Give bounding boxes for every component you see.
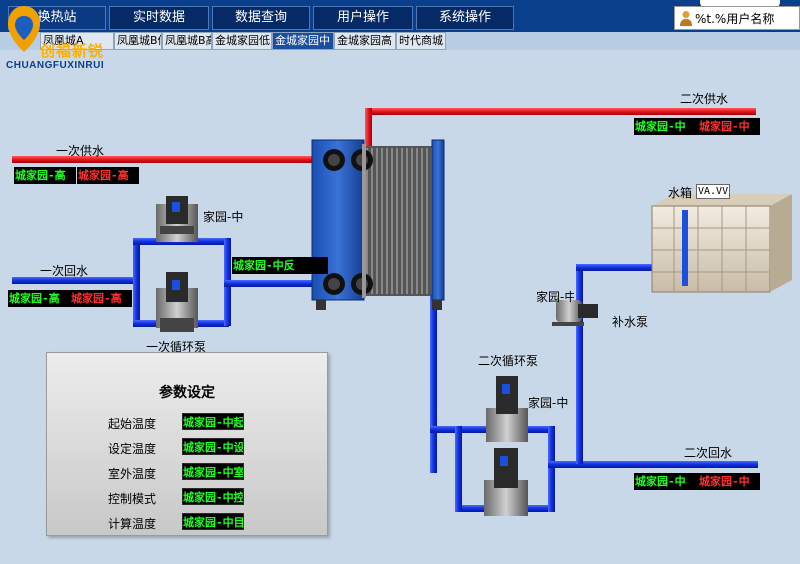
param-calc-temp-value[interactable]: 城家园-中目 <box>182 513 244 530</box>
param-outdoor-temp-value[interactable]: 城家园-中室 <box>182 463 244 480</box>
secondary-supply-pressure: 城家园-中 <box>698 118 760 135</box>
nav-realtime-data[interactable]: 实时数据 <box>109 6 209 30</box>
primary-supply-pipe <box>12 156 334 163</box>
primary-pump-freq: 家园-中 <box>203 210 244 224</box>
primary-return-left-riser <box>133 238 140 326</box>
secondary-return-pipe <box>548 461 758 468</box>
tab-station-b-high[interactable]: 凤凰城B高 <box>162 32 212 50</box>
secondary-pump-upper <box>486 376 528 442</box>
tank-outlet-pipe <box>576 264 652 271</box>
tab-station-b-low[interactable]: 凤凰城B低 <box>114 32 162 50</box>
param-control-mode-value[interactable]: 城家园-中控 <box>182 488 244 505</box>
secondary-pump-freq: 家园-中 <box>528 396 569 410</box>
secondary-return-down <box>430 288 437 473</box>
makeup-pump <box>552 300 598 326</box>
company-logo: 创福新锐 CHUANGFUXINRUI <box>0 0 118 76</box>
primary-pump-lower <box>156 272 198 332</box>
nav-user-ops[interactable]: 用户操作 <box>313 6 413 30</box>
primary-return-feedback: 城家园-中反 <box>232 257 328 274</box>
logo-text: 创福新锐 <box>40 43 105 60</box>
param-calc-temp-label: 计算温度 <box>108 517 157 531</box>
plate-heat-exchanger <box>311 139 445 310</box>
secondary-return-label: 二次回水 <box>684 446 733 460</box>
primary-supply-temp: 城家园-高 <box>14 167 76 184</box>
secondary-supply-pipe <box>368 108 756 115</box>
user-name: %t.%用户名称 <box>695 12 775 26</box>
primary-return-pipe <box>12 277 138 284</box>
logo-icon <box>8 6 40 52</box>
primary-pump-label: 一次循环泵 <box>146 340 207 354</box>
tab-jincheng-mid[interactable]: 金城家园中 <box>272 32 334 50</box>
primary-pump-upper <box>156 196 198 242</box>
primary-supply-label: 一次供水 <box>56 144 105 158</box>
tab-times-mall[interactable]: 时代商城 <box>396 32 446 50</box>
nav-system-ops[interactable]: 系统操作 <box>416 6 514 30</box>
primary-return-temp: 城家园-高 <box>8 290 70 307</box>
tab-jincheng-high[interactable]: 金城家园高 <box>334 32 396 50</box>
secondary-supply-temp: 城家园-中 <box>634 118 698 135</box>
tab-jincheng-low[interactable]: 金城家园低 <box>212 32 272 50</box>
primary-return-to-hx <box>224 280 330 287</box>
ticker-strip <box>700 0 780 8</box>
secondary-pump-left-riser <box>455 426 462 512</box>
param-start-temp-value[interactable]: 城家园-中起 <box>182 413 244 430</box>
primary-supply-pressure: 城家园-高 <box>77 167 139 184</box>
param-set-temp-label: 设定温度 <box>108 442 157 456</box>
secondary-pump-right-riser <box>548 426 555 512</box>
param-control-mode-label: 控制模式 <box>108 492 157 506</box>
makeup-pump-freq: 家园-中 <box>536 290 574 304</box>
secondary-return-temp: 城家园-中 <box>634 473 698 490</box>
secondary-supply-label: 二次供水 <box>680 92 729 106</box>
makeup-line-riser <box>576 264 583 464</box>
param-outdoor-temp-label: 室外温度 <box>108 467 157 481</box>
secondary-pump-label: 二次循环泵 <box>478 354 539 368</box>
user-icon <box>680 11 692 26</box>
secondary-supply-riser <box>365 108 372 152</box>
logo-subtitle: CHUANGFUXINRUI <box>6 60 105 71</box>
nav-data-query[interactable]: 数据查询 <box>212 6 310 30</box>
parameter-title: 参数设定 <box>159 385 215 401</box>
water-tank-label: 水箱 <box>668 186 693 200</box>
param-set-temp-value[interactable]: 城家园-中设 <box>182 438 244 455</box>
param-start-temp-label: 起始温度 <box>108 417 157 431</box>
primary-return-pressure: 城家园-高 <box>70 290 132 307</box>
tank-level-value: VA.VV <box>696 184 730 199</box>
tab-station-a[interactable]: 凤凰城A <box>40 32 114 50</box>
secondary-return-pressure: 城家园-中 <box>698 473 760 490</box>
primary-return-label: 一次回水 <box>40 264 89 278</box>
secondary-pump-lower <box>484 448 528 516</box>
user-box[interactable]: %t.%用户名称 <box>674 6 800 30</box>
makeup-pump-label: 补水泵 <box>612 315 649 329</box>
water-tank <box>651 194 792 293</box>
